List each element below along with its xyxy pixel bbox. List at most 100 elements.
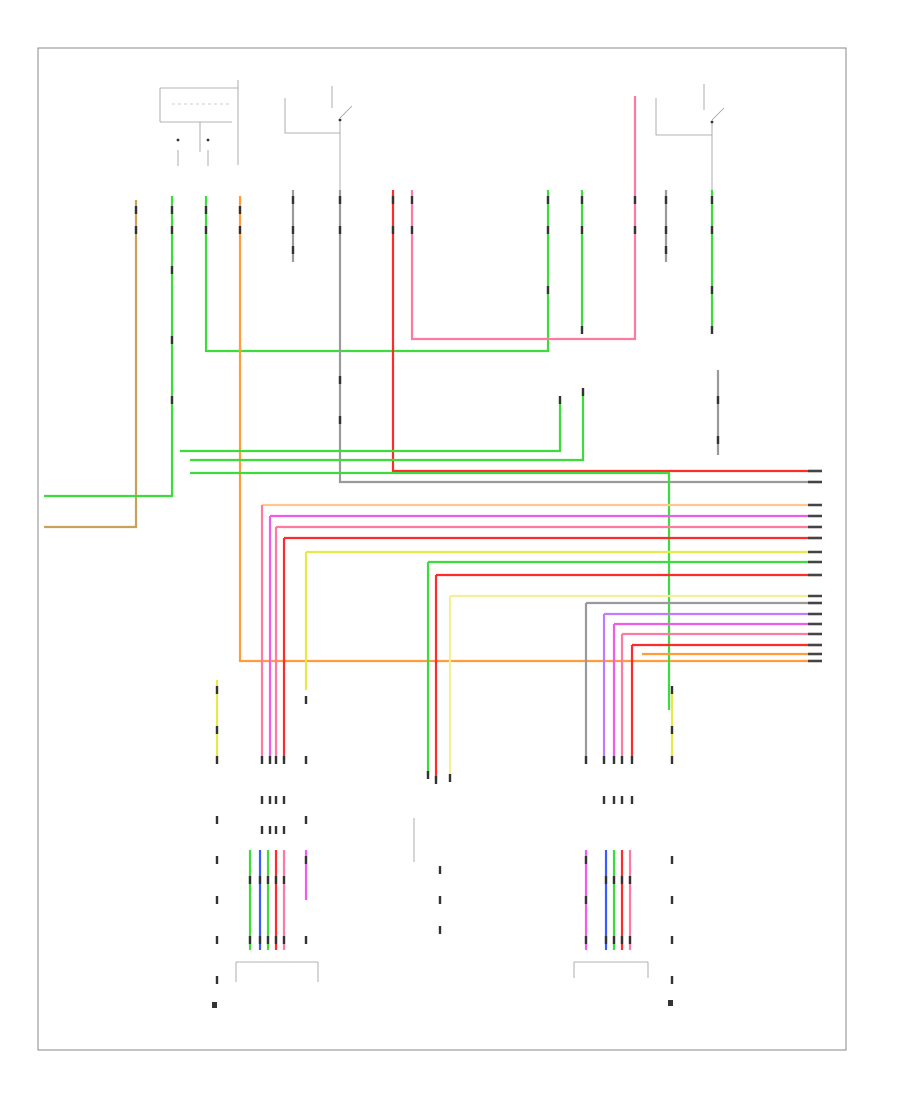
connector-pin [282,796,286,804]
connector-pin [426,771,430,779]
connector-pin [274,876,278,884]
left-front-door-switch [235,961,319,982]
connector-pin [664,196,668,204]
connector-pin [670,856,674,864]
connector-pin [580,326,584,334]
connector-pin [710,326,714,334]
connector-pin [584,896,588,904]
connector-pin [170,226,174,234]
connector-pin [215,816,219,824]
connector-pin [670,936,674,944]
connector-pin [558,396,562,404]
wire-green [204,190,550,353]
connector-pin [204,226,208,234]
connector-pin [338,226,342,234]
connector-pin [581,388,585,396]
connector-pin [391,226,395,234]
connector-pin [215,856,219,864]
connector-pin [260,756,264,764]
connector-pin [248,936,252,944]
connector-pin [282,876,286,884]
connector-pin [215,686,219,694]
connector-pin [434,776,438,784]
right-front-door-switch [573,961,649,978]
connector-pin [710,196,714,204]
connector-pin [391,196,395,204]
connector-pin [268,756,272,764]
connector-pin [268,796,272,804]
connector-pin [258,936,262,944]
wire-tan [44,200,138,529]
connector-pin [304,696,308,704]
connector-pin [670,756,674,764]
connector-pin [633,196,637,204]
connector-pin [410,226,414,234]
connector-pin [602,756,606,764]
connector-pin [448,774,452,782]
connector-pin [268,826,272,834]
connector-pin [134,206,138,214]
connector-pin [338,196,342,204]
wire-green [44,196,174,498]
connector-pin [215,726,219,734]
connector-pin [291,246,295,254]
connector-pin [291,196,295,204]
connector-pin [282,756,286,764]
connector-pin [170,336,174,344]
ground-symbols [212,1000,673,1008]
connector-pin [630,796,634,804]
connector-pin [620,756,624,764]
connector-pin [612,876,616,884]
wire-gray [338,190,822,484]
connector-pin [266,936,270,944]
connector-pin [604,936,608,944]
connector-pin [620,876,624,884]
connector-pin [710,286,714,294]
connector-pin [438,926,442,934]
connector-pin [630,756,634,764]
wire-orange [238,196,822,663]
connector-pin [612,756,616,764]
connector-pin [304,936,308,944]
connector-pin [266,876,270,884]
connector-pin [215,896,219,904]
wire-green [190,392,585,462]
connector-pin [710,226,714,234]
connector-pin [338,376,342,384]
connector-pin [602,796,606,804]
connector-pin [670,976,674,984]
connector-pin [260,826,264,834]
connector-pin [170,396,174,404]
right-edge-terminal-ticks [808,469,822,663]
connector-pin [604,876,608,884]
connector-pin [170,206,174,214]
right-relay-switch [655,84,725,190]
connector-pin [274,756,278,764]
connector-pin [580,226,584,234]
top-left-fuse-block [159,80,239,166]
center-relay-switch [284,86,353,190]
connector-pin [716,436,720,444]
connector-pin [304,856,308,864]
connector-pin [248,876,252,884]
connector-pin [438,866,442,874]
diagram-frame [37,47,847,1051]
connector-pin [546,226,550,234]
connector-pin [580,196,584,204]
connector-pin [670,726,674,734]
connector-pin [628,936,632,944]
connector-pin [282,936,286,944]
connector-pin [664,246,668,254]
connector-pin [664,226,668,234]
connector-pin [215,976,219,984]
wire-green [190,471,671,710]
connector-pin [215,756,219,764]
connector-pin [584,936,588,944]
connector-pin [215,936,219,944]
connector-pin [438,896,442,904]
connector-pin [410,196,414,204]
connector-pin [612,796,616,804]
connector-pin [670,896,674,904]
connector-pin [274,796,278,804]
connector-pin [620,796,624,804]
